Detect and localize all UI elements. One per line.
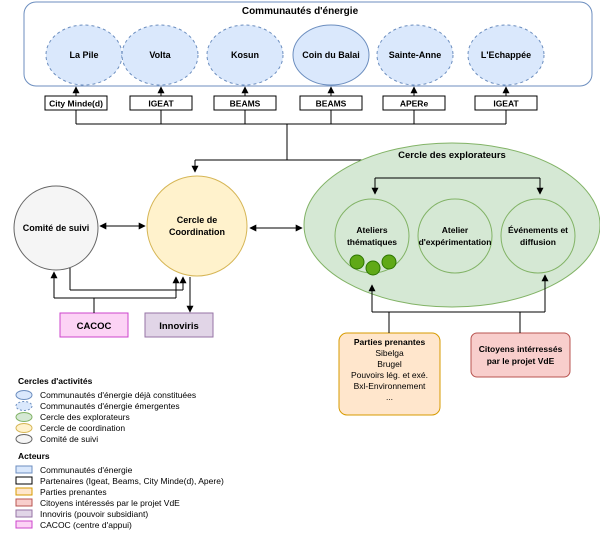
lower-right-connectors [368, 274, 549, 333]
legend-item: Comité de suivi [40, 434, 98, 444]
legend-swatch-citizens [15, 498, 33, 507]
explorers-inner-arrows [371, 177, 544, 195]
evenements-node: Événements et diffusion [500, 198, 576, 274]
small-green-dot [349, 254, 365, 270]
citoyens-line1: Citoyens intérressés [479, 344, 563, 354]
coordination-line2: Coordination [169, 227, 225, 237]
community-label: Volta [149, 50, 171, 60]
comite-de-suivi-node: Comité de suivi [13, 185, 99, 271]
comite-label: Comité de suivi [23, 223, 90, 233]
community-circle-sainte-anne: Sainte-Anne [376, 24, 454, 86]
citoyens-line2: par le projet VdE [487, 356, 555, 366]
parties-prenantes-item: Brugel [377, 359, 402, 369]
parties-prenantes-item: Pouvoirs lég. et exé. [351, 370, 428, 380]
explorers-title: Cercle des explorateurs [398, 150, 506, 161]
parties-prenantes-item: Sibelga [375, 348, 404, 358]
legend-item: Communautés d'énergie déjà constituées [40, 390, 196, 400]
partner-label: City Minde(d) [49, 99, 103, 109]
legend-swatch-stakeholders [15, 487, 33, 496]
legend-item: Cercle des explorateurs [40, 412, 130, 422]
small-green-dot [365, 260, 381, 276]
partner-box-apere: APERe [382, 95, 446, 111]
legend-activities: Communautés d'énergie déjà constituées C… [15, 390, 196, 444]
legend-item: CACOC (centre d'appui) [40, 520, 132, 530]
partner-label: IGEAT [493, 99, 519, 109]
legend-actors: Communautés d'énergie Partenaires (Igeat… [15, 465, 224, 530]
middle-connectors [99, 222, 303, 232]
parties-prenantes-title: Parties prenantes [354, 337, 426, 347]
legend-item: Partenaires (Igeat, Beams, City Minde(d)… [40, 476, 224, 486]
cacoc-label: CACOC [77, 321, 112, 332]
legend-swatch-partners [15, 476, 33, 485]
ateliers-thematiques-line2: thématiques [347, 237, 397, 247]
partner-box-city-minded: City Minde(d) [44, 95, 108, 111]
ateliers-thematiques-node: Ateliers thématiques [334, 198, 410, 276]
coordination-node: Cercle de Coordination [146, 175, 248, 277]
partner-box-igeat-2: IGEAT [474, 95, 538, 111]
legend-swatch-innoviris [15, 509, 33, 518]
atelier-experimentation-line2: d'expérimentation [419, 237, 492, 247]
partner-label: BEAMS [230, 99, 261, 109]
community-circle-la-pile: La Pile [45, 24, 123, 86]
community-label: Sainte-Anne [389, 50, 442, 60]
legend-item: Citoyens intéressés par le projet VdE [40, 498, 180, 508]
legend-item: Innoviris (pouvoir subsidiant) [40, 509, 148, 519]
citoyens-box: Citoyens intérressés par le projet VdE [470, 332, 571, 378]
partner-box-beams-1: BEAMS [213, 95, 277, 111]
innoviris-label: Innoviris [159, 321, 199, 332]
community-circle-coin-du-balai: Coin du Balai [292, 24, 370, 86]
legend-item: Parties prenantes [40, 487, 107, 497]
legend-swatch-communities [15, 465, 33, 474]
community-circle-volta: Volta [121, 24, 199, 86]
legend-actors-title: Acteurs [18, 451, 50, 461]
community-circle-kosun: Kosun [206, 24, 284, 86]
parties-prenantes-box: Parties prenantes Sibelga Brugel Pouvoir… [338, 332, 441, 416]
community-circle-lechappee: L'Echappée [467, 24, 545, 86]
atelier-experimentation-line1: Atelier [442, 225, 469, 235]
legend-swatch-comite [15, 434, 33, 444]
cacoc-box: CACOC [59, 312, 129, 338]
parties-prenantes-item: Bxl-Environnement [354, 381, 426, 391]
innoviris-box: Innoviris [144, 312, 214, 338]
legend-item: Communautés d'énergie émergentes [40, 401, 180, 411]
parties-prenantes-item: ... [386, 392, 393, 402]
small-green-dot [381, 254, 397, 270]
legend-activities-title: Cercles d'activités [18, 376, 93, 386]
legend-swatch-cacoc [15, 520, 33, 529]
legend-swatch-coordination [15, 423, 33, 433]
atelier-experimentation-node: Atelier d'expérimentation [417, 198, 493, 274]
partner-label: BEAMS [316, 99, 347, 109]
communities-title: Communautés d'énergie [242, 6, 359, 17]
legend-swatch-explorers [15, 412, 33, 422]
lower-left-connectors [50, 268, 194, 313]
evenements-line1: Événements et [508, 225, 568, 235]
legend-swatch-constituted [15, 390, 33, 400]
partner-label: IGEAT [148, 99, 174, 109]
community-label: Kosun [231, 50, 259, 60]
coordination-line1: Cercle de [177, 215, 218, 225]
community-label: La Pile [69, 50, 98, 60]
legend-swatch-emerging [15, 401, 33, 411]
partner-box-beams-2: BEAMS [299, 95, 363, 111]
community-label: Coin du Balai [302, 50, 360, 60]
partner-box-igeat: IGEAT [129, 95, 193, 111]
community-label: L'Echappée [481, 50, 531, 60]
legend-item: Communautés d'énergie [40, 465, 133, 475]
evenements-line2: diffusion [520, 237, 556, 247]
partner-label: APERe [400, 99, 429, 109]
ateliers-thematiques-line1: Ateliers [356, 225, 387, 235]
legend-item: Cercle de coordination [40, 423, 125, 433]
